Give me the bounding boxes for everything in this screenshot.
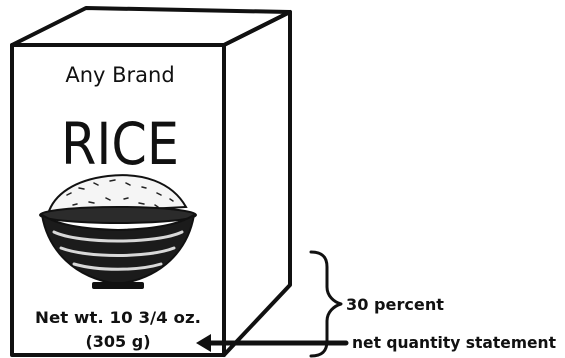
annotation-percent: 30 percent (346, 295, 444, 314)
brand-label: Any Brand (65, 63, 174, 87)
product-name: RICE (61, 110, 179, 178)
bowl-foot (92, 282, 144, 289)
bottom-third-brace (311, 252, 341, 356)
annotation-statement: net quantity statement (352, 333, 556, 352)
box-top-face (12, 8, 290, 45)
net-weight-grams: (305 g) (85, 332, 150, 351)
rice-bowl-icon (40, 175, 196, 289)
bowl-rim (40, 207, 196, 223)
net-weight-ounces: Net wt. 10 3/4 oz. (35, 308, 201, 327)
box-side-face (224, 12, 290, 355)
